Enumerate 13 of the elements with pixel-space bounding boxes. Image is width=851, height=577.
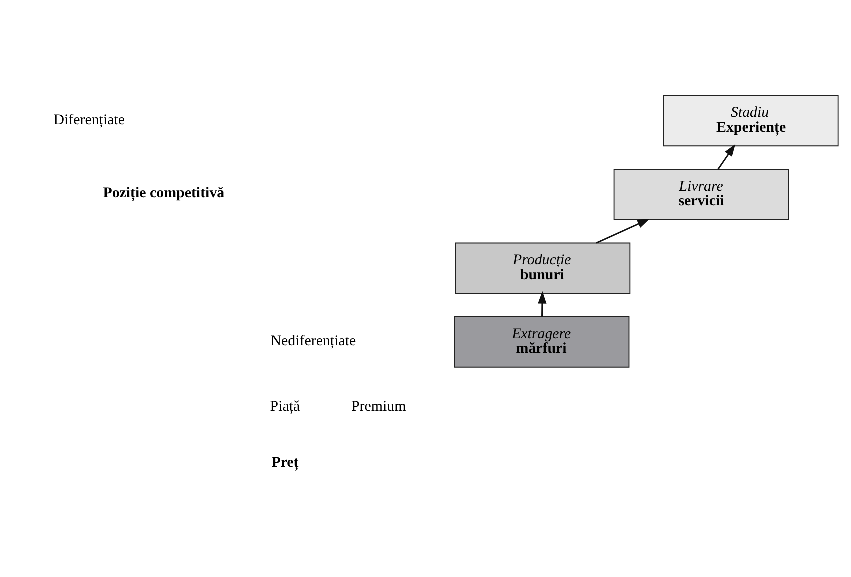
node-box: Stadiu Experiențe <box>663 95 839 147</box>
label: Nediferențiate <box>270 334 356 350</box>
label: Premium <box>352 399 406 416</box>
label: Diferențiate <box>54 112 126 128</box>
node-box: Producție bunuri <box>455 242 631 294</box>
label: Poziție competitivă <box>103 185 225 202</box>
node-box: Livrare servicii <box>614 169 790 220</box>
arrow <box>596 219 650 244</box>
label: Preț <box>272 455 299 472</box>
arrow <box>538 291 547 317</box>
label: Piață <box>270 399 300 416</box>
arrow <box>718 144 736 170</box>
node-box: Extragere mărfuri <box>454 316 630 368</box>
